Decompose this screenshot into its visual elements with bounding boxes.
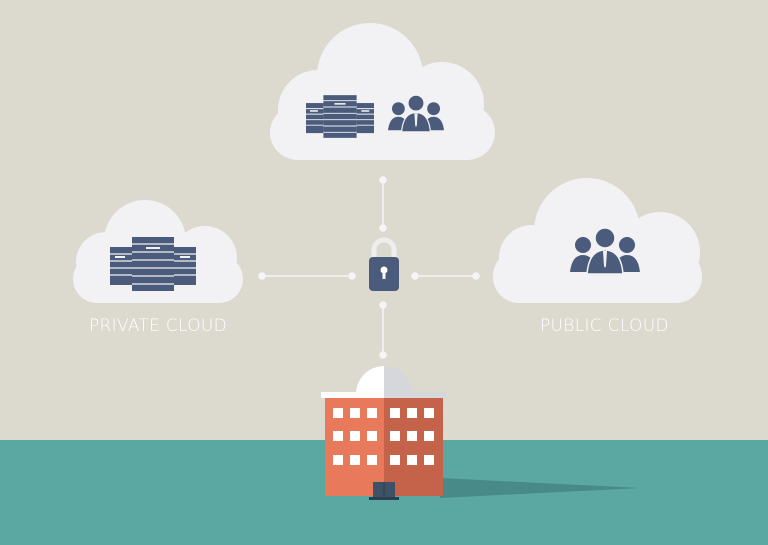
connector-lines xyxy=(258,176,480,359)
private-cloud-label: PRIVATE CLOUD xyxy=(89,316,228,336)
hybrid-cloud xyxy=(270,23,495,160)
office-building-icon xyxy=(321,366,446,500)
building-shadow xyxy=(440,478,640,498)
padlock-icon xyxy=(369,237,399,291)
public-cloud-label: PUBLIC CLOUD xyxy=(540,316,669,336)
